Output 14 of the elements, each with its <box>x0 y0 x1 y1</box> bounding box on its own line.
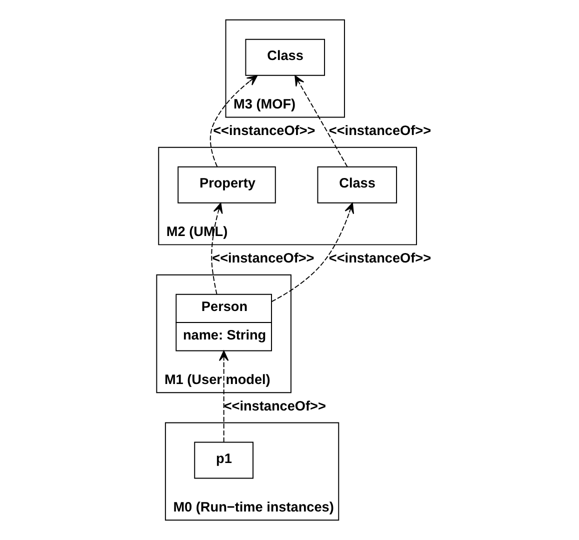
arrow <box>210 75 258 168</box>
arrow <box>211 202 223 295</box>
node-box: Property <box>178 166 276 204</box>
node-box: Class <box>245 38 326 76</box>
edge-label: <<instanceOf>> <box>328 250 432 266</box>
arrow <box>294 75 348 168</box>
arrow <box>218 350 229 443</box>
node-box: Class <box>317 166 398 204</box>
edge-label: <<instanceOf>> <box>224 398 326 414</box>
edge-label: <<instanceOf>> <box>212 250 314 266</box>
arrow <box>271 202 354 302</box>
edge-label: <<instanceOf>> <box>328 122 432 138</box>
edge-label: <<instanceOf>> <box>213 122 316 138</box>
node-box: p1 <box>194 442 254 479</box>
